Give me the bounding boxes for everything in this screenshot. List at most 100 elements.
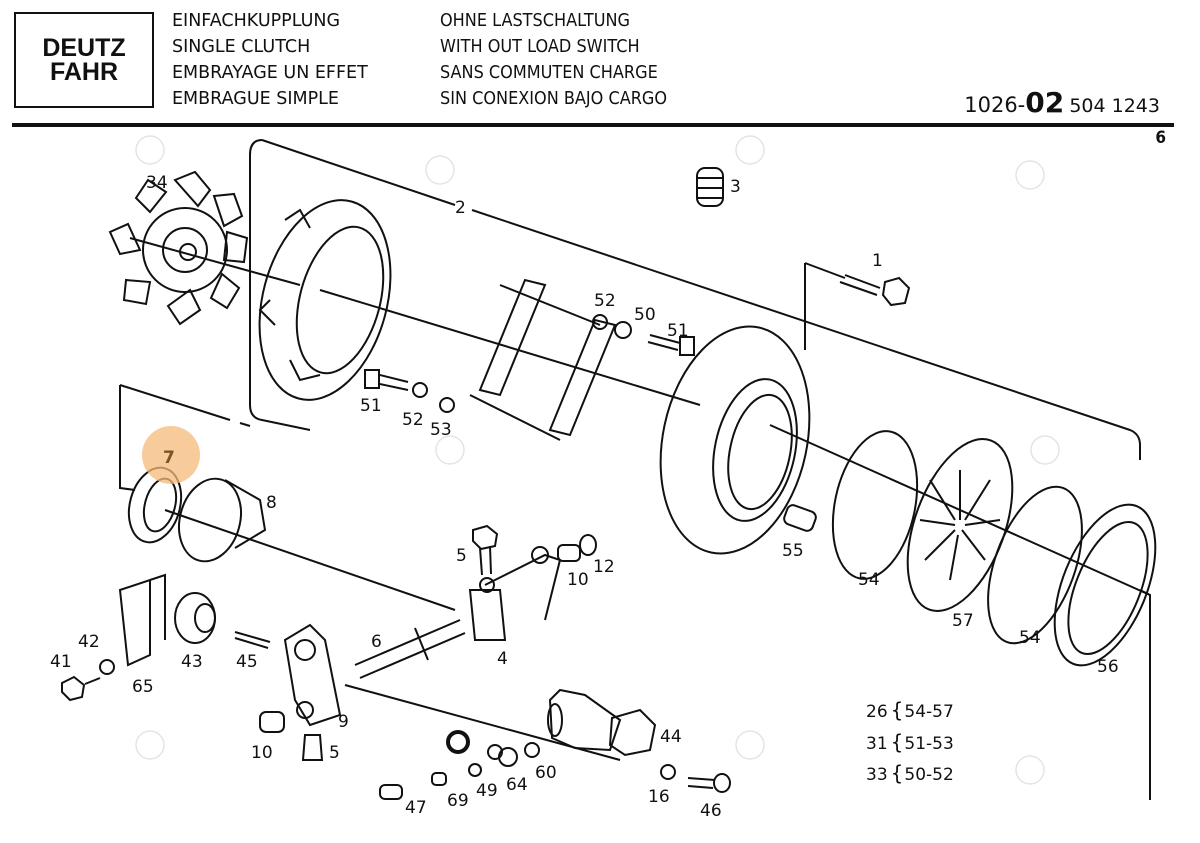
label-57[interactable]: 57 bbox=[952, 611, 974, 631]
kit-bracket-icon: { bbox=[890, 730, 904, 754]
bracket-65 bbox=[118, 573, 166, 667]
washer-12 bbox=[579, 534, 597, 556]
release-sleeve-8 bbox=[178, 477, 267, 563]
label-5a[interactable]: 5 bbox=[456, 546, 467, 566]
bush-10b bbox=[259, 711, 285, 733]
group-sub: 02 bbox=[1025, 86, 1065, 119]
label-54a[interactable]: 54 bbox=[858, 570, 880, 590]
label-42[interactable]: 42 bbox=[78, 632, 100, 652]
label-34[interactable]: 34 bbox=[146, 173, 168, 193]
washer-52b bbox=[412, 382, 428, 398]
label-54b[interactable]: 54 bbox=[1019, 628, 1041, 648]
kit-number: 26 bbox=[866, 702, 888, 722]
label-56[interactable]: 56 bbox=[1097, 657, 1119, 677]
drawing-number: 504 1243 bbox=[1069, 95, 1160, 117]
label-6[interactable]: 6 bbox=[371, 632, 382, 652]
slave-cylinder-44 bbox=[547, 688, 657, 757]
label-51b[interactable]: 51 bbox=[360, 396, 382, 416]
page-number: 6 bbox=[1155, 128, 1166, 148]
spring-3 bbox=[696, 167, 724, 207]
label-60[interactable]: 60 bbox=[535, 763, 557, 783]
kit-bracket-icon: { bbox=[890, 761, 904, 785]
label-52a[interactable]: 52 bbox=[594, 291, 616, 311]
bleed-parts bbox=[379, 763, 482, 800]
seal-c bbox=[446, 730, 470, 754]
label-52b[interactable]: 52 bbox=[402, 410, 424, 430]
label-64[interactable]: 64 bbox=[506, 775, 528, 795]
label-47[interactable]: 47 bbox=[405, 798, 427, 818]
highlight-marker bbox=[142, 426, 200, 484]
label-69[interactable]: 69 bbox=[447, 791, 469, 811]
washer-52a bbox=[592, 314, 608, 330]
washer-16 bbox=[660, 764, 676, 780]
bolt-41 bbox=[61, 675, 101, 702]
fork-4 bbox=[468, 546, 562, 641]
kit-row: 33{50-52 bbox=[866, 761, 954, 785]
pressure-plate bbox=[659, 325, 811, 555]
rubber-mount-43 bbox=[174, 592, 216, 644]
label-3[interactable]: 3 bbox=[730, 177, 741, 197]
label-46[interactable]: 46 bbox=[700, 801, 722, 821]
assembly-2-bracket bbox=[249, 139, 311, 431]
title-block-clutch: EINFACHKUPPLUNG SINGLE CLUTCH EMBRAYAGE … bbox=[172, 8, 368, 112]
label-55[interactable]: 55 bbox=[782, 541, 804, 561]
title-block-load-switch: OHNE LASTSCHALTUNG WITH OUT LOAD SWITCH … bbox=[440, 8, 667, 112]
washer-53 bbox=[439, 397, 455, 413]
label-41[interactable]: 41 bbox=[50, 652, 72, 672]
ring-54a bbox=[831, 430, 919, 580]
bush-50a bbox=[614, 321, 632, 339]
logo-line-1: DEUTZ bbox=[42, 34, 126, 62]
label-44[interactable]: 44 bbox=[660, 727, 682, 747]
watermark-icons bbox=[135, 135, 1060, 785]
logo-line-2: FAHR bbox=[49, 58, 119, 86]
lever-9 bbox=[283, 623, 342, 727]
title-es: EMBRAGUE SIMPLE bbox=[172, 89, 339, 109]
label-53[interactable]: 53 bbox=[430, 420, 452, 440]
label-7[interactable]: 7 bbox=[163, 448, 175, 468]
subtitle-de: OHNE LASTSCHALTUNG bbox=[440, 11, 630, 31]
label-10b[interactable]: 10 bbox=[251, 743, 273, 763]
drawing-reference: 1026-02 504 1243 bbox=[964, 86, 1160, 119]
clutch-disc-34 bbox=[108, 170, 249, 326]
bolt-1 bbox=[839, 274, 911, 307]
label-9[interactable]: 9 bbox=[338, 712, 349, 732]
group-code: 1026- bbox=[964, 93, 1026, 117]
kit-row: 26{54-57 bbox=[866, 698, 954, 722]
label-45[interactable]: 45 bbox=[236, 652, 258, 672]
subtitle-en: WITH OUT LOAD SWITCH bbox=[440, 37, 640, 57]
bolt-51a bbox=[647, 334, 695, 356]
subtitle-fr: SANS COMMUTEN CHARGE bbox=[440, 63, 658, 83]
subtitle-es: SIN CONEXION BAJO CARGO bbox=[440, 89, 668, 109]
kit-range: 51-53 bbox=[904, 734, 954, 754]
label-65[interactable]: 65 bbox=[132, 677, 154, 697]
gasket-56 bbox=[1053, 503, 1157, 667]
label-43[interactable]: 43 bbox=[181, 652, 203, 672]
spring-plate-57 bbox=[906, 438, 1014, 612]
label-16[interactable]: 16 bbox=[648, 787, 670, 807]
label-8[interactable]: 8 bbox=[266, 493, 277, 513]
kit-range: 54-57 bbox=[904, 702, 954, 722]
plug-5b bbox=[301, 734, 324, 761]
label-1[interactable]: 1 bbox=[872, 251, 883, 271]
label-49[interactable]: 49 bbox=[476, 781, 498, 801]
label-4[interactable]: 4 bbox=[497, 649, 508, 669]
label-50a[interactable]: 50 bbox=[634, 305, 656, 325]
label-10a[interactable]: 10 bbox=[567, 570, 589, 590]
title-de: EINFACHKUPPLUNG bbox=[172, 11, 341, 31]
label-12[interactable]: 12 bbox=[593, 557, 615, 577]
bush-10a bbox=[557, 544, 581, 562]
kit-number: 33 bbox=[866, 765, 888, 785]
bolt-51b bbox=[364, 369, 409, 391]
label-51a[interactable]: 51 bbox=[667, 321, 689, 341]
label-2[interactable]: 2 bbox=[455, 198, 466, 218]
title-en: SINGLE CLUTCH bbox=[172, 37, 311, 57]
shaft-6 bbox=[354, 619, 466, 679]
pin-45 bbox=[234, 631, 271, 649]
label-5b[interactable]: 5 bbox=[329, 743, 340, 763]
title-fr: EMBRAYAGE UN EFFET bbox=[172, 63, 368, 83]
header-rule bbox=[12, 123, 1174, 127]
kit-bracket-icon: { bbox=[890, 698, 904, 722]
kit-number: 31 bbox=[866, 734, 888, 754]
kit-range: 50-52 bbox=[904, 765, 954, 785]
kit-row: 31{51-53 bbox=[866, 730, 954, 754]
